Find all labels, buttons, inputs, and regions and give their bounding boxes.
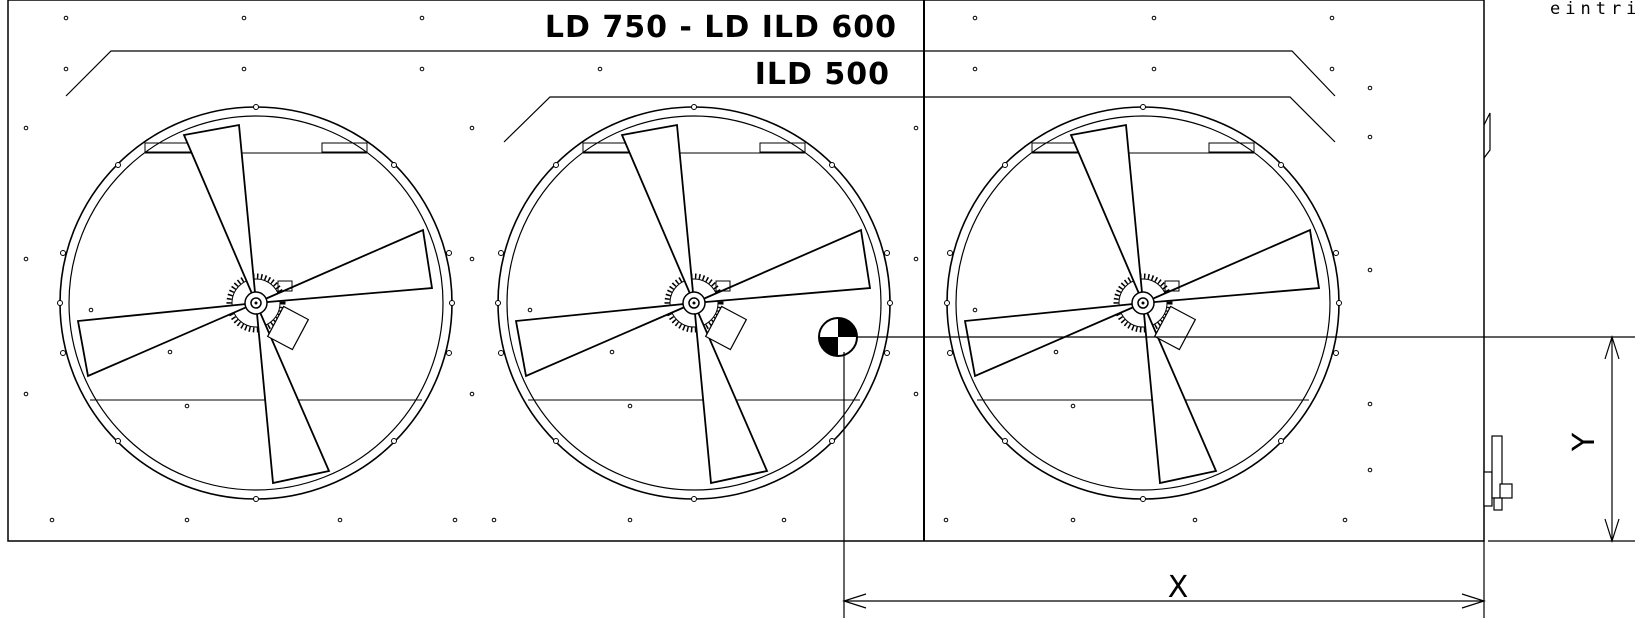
model-label-second: ILD 500 xyxy=(755,57,890,92)
side-bracket-top xyxy=(1483,112,1491,159)
fan-unit-2 xyxy=(496,105,893,502)
corner-text: eintri xyxy=(1550,0,1635,19)
dimension-y-label: Y xyxy=(1567,432,1602,452)
model-label-top: LD 750 - LD ILD 600 xyxy=(545,10,897,45)
dimension-lines xyxy=(842,335,1635,618)
dimension-x-label: X xyxy=(1168,570,1189,605)
hood-outline-narrow xyxy=(503,96,1336,143)
side-valve xyxy=(1483,435,1513,511)
center-of-gravity-icon xyxy=(818,317,858,357)
unit-housing xyxy=(7,0,1485,542)
mounting-holes xyxy=(23,15,1373,523)
fan-unit-1 xyxy=(58,105,455,502)
fan-unit-3 xyxy=(945,105,1342,502)
hood-outline-wide xyxy=(65,50,1336,97)
